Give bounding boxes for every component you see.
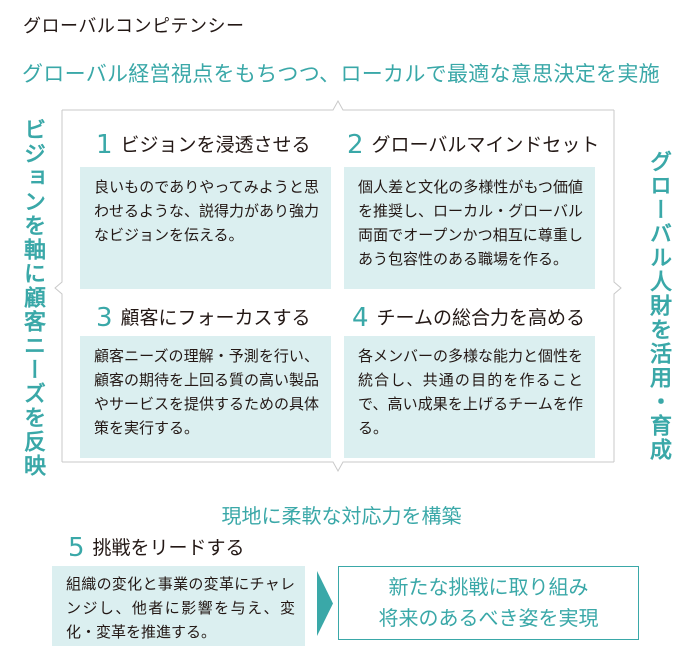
subtitle: グローバル経営視点をもちつつ、ローカルで最適な意思決定を実施 [22,62,660,86]
page-title: グローバルコンピテンシー [23,16,245,37]
box-1-panel: 良いものでありやってみようと思わせるような、説得力があり強力なビジョンを伝える。 [80,167,331,289]
box-5-number: 5 [68,533,85,563]
box-4-panel: 各メンバーの多様な能力と個性を統合し、共通の目的を作ることで、高い成果を上げるチ… [344,336,595,458]
result-line-1: 新たな挑戦に取り組み [388,575,589,599]
left-vertical-label: ビジョンを軸に顧客ニーズを反映 [20,118,45,478]
box-1-title-text: ビジョンを浸透させる [120,134,311,156]
box-2-title-text: グローバルマインドセット [371,134,600,156]
box-1-number: 1 [96,130,113,160]
bottom-line: 現地に柔軟な対応力を構築 [221,504,462,528]
box-4-title-text: チームの総合力を高める [376,307,585,329]
frame-bottom [62,461,614,473]
box-3-number: 3 [96,303,113,333]
frame-right [613,110,622,462]
box-2-number: 2 [347,130,364,160]
box-5-title: 5 挑戦をリードする [68,533,245,563]
box-2-title: 2 グローバルマインドセット [347,130,599,160]
frame-top [62,99,614,111]
box-4-number: 4 [352,303,369,333]
box-2-panel: 個人差と文化の多様性がもつ価値を推奨し、ローカル・グローバル両面でオープンかつ相… [344,167,595,289]
result-box: 新たな挑戦に取り組み 将来のあるべき姿を実現 [338,566,639,640]
box-4-title: 4 チームの総合力を高める [352,303,585,333]
box-3-title: 3 顧客にフォーカスする [96,303,311,333]
arrow-right-icon [317,571,333,636]
box-5-panel: 組織の変化と事業の変革にチャレンジし、他者に影響を与え、変化・変革を推進する。 [52,566,305,646]
right-vertical-label: グローバル人財を活用・育成 [646,150,671,462]
result-line-2: 将来のあるべき姿を実現 [378,606,599,630]
box-5-title-text: 挑戦をリードする [92,537,245,559]
box-3-panel: 顧客ニーズの理解・予測を行い、顧客の期待を上回る質の高い製品やサービスを提供する… [80,336,331,458]
box-3-title-text: 顧客にフォーカスする [120,307,311,329]
frame-left [54,110,63,462]
box-1-title: 1 ビジョンを浸透させる [96,130,311,160]
